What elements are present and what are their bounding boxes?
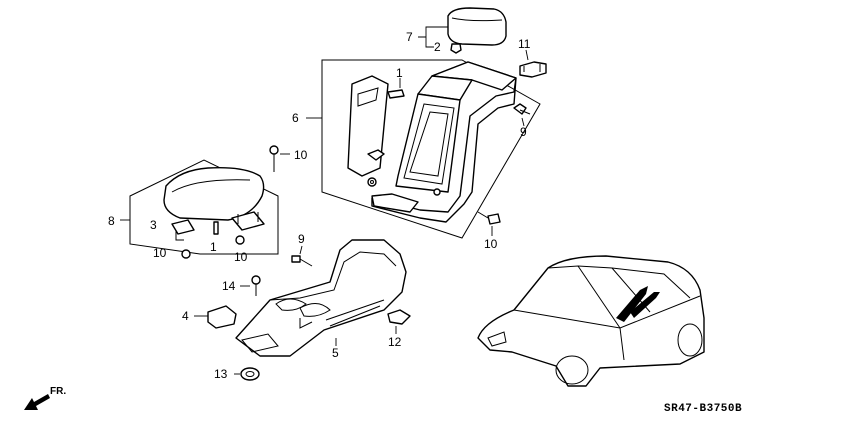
car-illustration	[477, 255, 705, 387]
screw-part-6b	[367, 149, 385, 161]
callout-7: 7	[406, 30, 413, 44]
callout-1-box8: 1	[210, 240, 217, 254]
callout-9-right: 9	[520, 125, 527, 139]
callout-2: 2	[434, 40, 441, 54]
lid-part	[347, 75, 389, 187]
callout-4: 4	[182, 309, 189, 323]
group-box-6	[321, 59, 541, 239]
group-box-8	[129, 159, 279, 255]
clip-part-2	[450, 43, 462, 54]
screw-part-10-right	[477, 211, 501, 225]
front-direction-arrow-icon	[24, 394, 50, 410]
screw-part-10-top	[269, 145, 279, 172]
clip-part-11	[519, 61, 547, 78]
leader-11	[525, 49, 529, 61]
callout-14: 14	[222, 279, 236, 293]
bracket-part-right	[231, 211, 265, 231]
clip-part-13	[240, 367, 260, 381]
callout-12: 12	[388, 335, 402, 349]
front-direction-label: FR.	[50, 386, 66, 397]
bracket-part-3	[171, 219, 195, 241]
callout-13: 13	[214, 367, 228, 381]
screw-part-9-left	[291, 255, 313, 267]
front-armrest-part	[163, 166, 265, 221]
callout-10-box8b: 10	[234, 250, 248, 264]
callout-6: 6	[292, 111, 299, 125]
screw-part-10-box8a	[181, 249, 191, 259]
callout-10-right: 10	[484, 237, 498, 251]
callout-9-left: 9	[298, 232, 305, 246]
screw-part-1-box8	[213, 221, 219, 235]
front-console-part	[235, 239, 407, 357]
armrest-top-part	[447, 7, 507, 46]
screw-part-14	[251, 275, 261, 296]
callout-10-top: 10	[294, 148, 308, 162]
callout-11: 11	[518, 37, 531, 51]
callout-3: 3	[150, 218, 157, 232]
leader-9-left	[299, 245, 303, 255]
callout-5: 5	[332, 346, 339, 360]
rear-console-part	[371, 61, 517, 223]
callout-8: 8	[108, 214, 115, 228]
callout-10-box8a: 10	[153, 246, 167, 260]
leader-9-right	[521, 117, 525, 127]
screw-part-10-box8b	[235, 235, 245, 245]
callout-1-top: 1	[396, 66, 403, 80]
clip-part-12	[387, 309, 411, 325]
cap-part-4	[207, 305, 237, 329]
leader-7	[418, 26, 448, 48]
diagram-code: SR47-B3750B	[664, 403, 742, 415]
screw-part-6a	[387, 89, 405, 99]
screw-part-9-right	[513, 103, 531, 115]
